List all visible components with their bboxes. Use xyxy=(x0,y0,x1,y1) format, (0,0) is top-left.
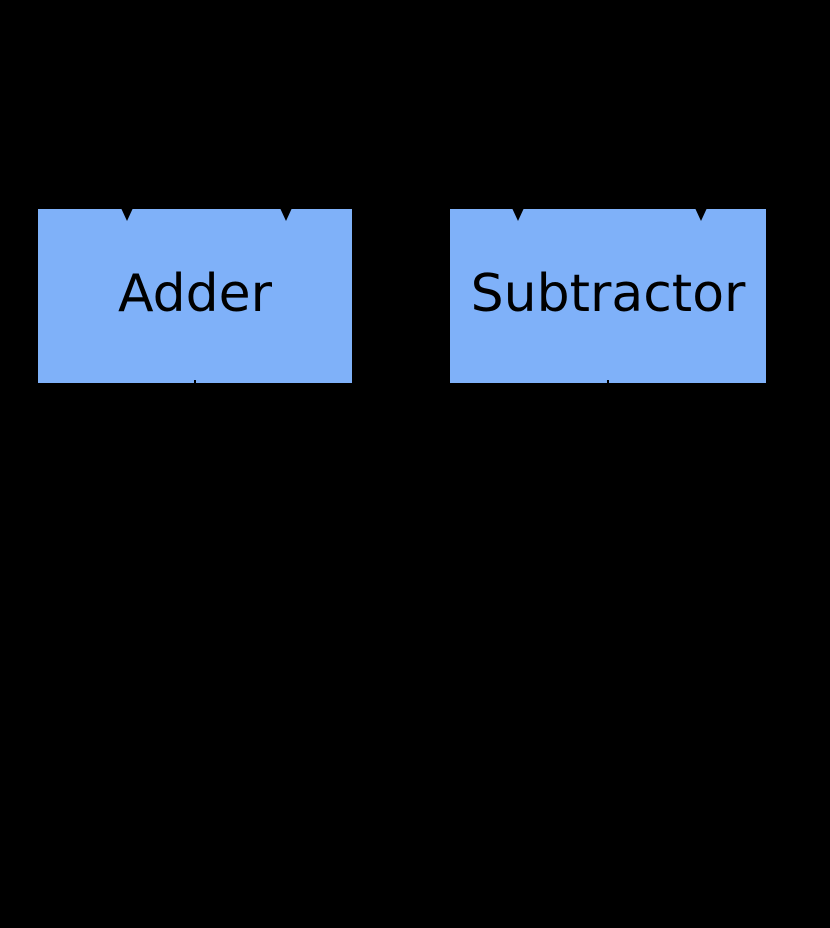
edge-stub xyxy=(607,380,609,384)
arrowhead-icon xyxy=(121,208,133,221)
edge-stub xyxy=(194,380,196,384)
arrowhead-icon xyxy=(512,208,524,221)
node-subtractor-label: Subtractor xyxy=(470,264,746,324)
node-adder-label: Adder xyxy=(117,264,273,324)
arrowhead-icon xyxy=(695,208,707,221)
node-adder: Adder xyxy=(37,208,353,384)
arrowhead-icon xyxy=(280,208,292,221)
node-subtractor: Subtractor xyxy=(449,208,767,384)
